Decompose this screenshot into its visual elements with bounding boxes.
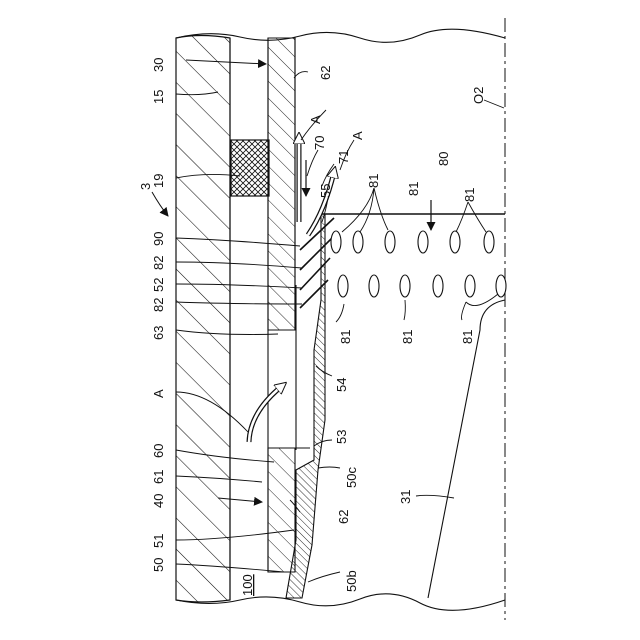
label-55: 55: [318, 184, 333, 198]
hole-81: [400, 275, 410, 297]
holes-81: [331, 231, 506, 297]
label-100: 100: [240, 574, 255, 596]
label-50c: 50c: [344, 467, 359, 488]
label-19: 19: [151, 174, 166, 188]
label-81-b: 81: [406, 182, 421, 196]
label-31: 31: [398, 490, 413, 504]
label-81-e: 81: [400, 330, 415, 344]
label-81-c: 81: [462, 188, 477, 202]
label-52: 52: [151, 278, 166, 292]
casing-15: [176, 36, 230, 603]
label-80: 80: [436, 152, 451, 166]
label-3: 3: [138, 183, 153, 190]
label-82-lower: 82: [151, 298, 166, 312]
inner-wall-62: [268, 38, 295, 572]
hole-81: [338, 275, 348, 297]
label-A-top-2: A: [350, 131, 365, 140]
label-62-top: 62: [318, 66, 333, 80]
label-82-upper: 82: [151, 256, 166, 270]
label-70: 70: [312, 136, 327, 150]
label-O2: O2: [471, 87, 486, 104]
label-61: 61: [151, 470, 166, 484]
holes-82: [300, 218, 334, 308]
label-81-f: 81: [460, 330, 475, 344]
label-A-top-1: A: [308, 115, 323, 124]
hole-81: [385, 231, 395, 253]
label-51: 51: [151, 534, 166, 548]
hole-81: [496, 275, 506, 297]
label-81-a: 81: [366, 174, 381, 188]
label-A-left: A: [151, 389, 166, 398]
hole-81: [433, 275, 443, 297]
label-53: 53: [334, 430, 349, 444]
hole-81: [418, 231, 428, 253]
hole-81: [331, 231, 341, 253]
label-62-bottom: 62: [336, 510, 351, 524]
label-63: 63: [151, 326, 166, 340]
label-54: 54: [334, 378, 349, 392]
label-60: 60: [151, 444, 166, 458]
label-81-d: 81: [338, 330, 353, 344]
hole-81: [450, 231, 460, 253]
hole-81: [353, 231, 363, 253]
label-40: 40: [151, 494, 166, 508]
label-90: 90: [151, 232, 166, 246]
label-15: 15: [151, 90, 166, 104]
label-50: 50: [151, 558, 166, 572]
block-19: [231, 140, 269, 196]
label-71: 71: [336, 150, 351, 164]
hole-81: [484, 231, 494, 253]
hole-81: [465, 275, 475, 297]
hole-81: [369, 275, 379, 297]
label-30: 30: [151, 58, 166, 72]
label-50b: 50b: [344, 570, 359, 592]
